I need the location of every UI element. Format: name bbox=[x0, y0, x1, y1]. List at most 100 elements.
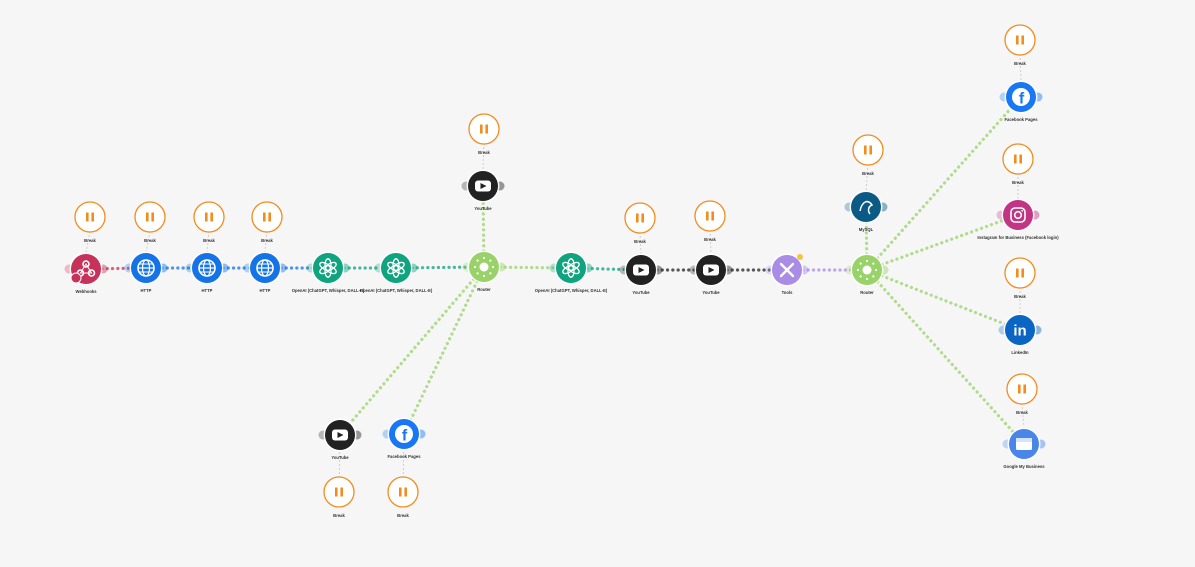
module-gmb[interactable]: Google My Business bbox=[1002, 427, 1046, 470]
module-label: YouTube bbox=[632, 290, 650, 295]
break-circle bbox=[251, 201, 283, 233]
warning-dot bbox=[797, 254, 803, 260]
module-youtube3[interactable]: YouTube bbox=[689, 253, 733, 296]
pause-icon bbox=[1021, 35, 1024, 45]
module-label: Google My Business bbox=[1003, 464, 1045, 469]
break-circle bbox=[387, 476, 419, 508]
break-module[interactable]: Break bbox=[193, 201, 225, 243]
pause-icon bbox=[151, 212, 154, 222]
module-mysql[interactable]: MySQL bbox=[844, 190, 888, 233]
break-link bbox=[1019, 53, 1022, 82]
pause-icon bbox=[1016, 268, 1019, 278]
break-label: Break bbox=[84, 238, 96, 243]
connection-router2-instagram[interactable] bbox=[865, 213, 1020, 272]
break-module[interactable]: Break bbox=[74, 201, 106, 243]
module-youtube_top[interactable]: YouTube bbox=[461, 169, 505, 212]
module-label: Facebook Pages bbox=[1004, 117, 1038, 122]
pause-icon bbox=[1023, 384, 1026, 394]
openai-icon bbox=[319, 258, 337, 278]
break-circle bbox=[852, 134, 884, 166]
module-circle bbox=[1003, 200, 1033, 230]
svg-text:f: f bbox=[402, 428, 408, 445]
pause-icon bbox=[399, 487, 402, 497]
break-module[interactable]: Break bbox=[1004, 257, 1036, 299]
module-label: Instagram for Business (Facebook login) bbox=[977, 235, 1059, 240]
break-circle bbox=[468, 113, 500, 145]
pause-icon bbox=[210, 212, 213, 222]
connection-router1-facebook_bottom[interactable] bbox=[402, 265, 486, 436]
pause-icon bbox=[711, 211, 714, 221]
pause-icon bbox=[1018, 384, 1021, 394]
module-circle bbox=[313, 253, 343, 283]
openai-icon bbox=[387, 258, 405, 278]
module-webhooks[interactable]: Webhooks bbox=[64, 252, 108, 295]
module-openai2[interactable]: OpenAI (ChatGPT, Whisper, DALL-E) bbox=[360, 251, 433, 294]
connection-router2-facebook_right[interactable] bbox=[865, 95, 1023, 272]
break-module[interactable]: Break bbox=[387, 476, 419, 518]
break-module[interactable]: Break bbox=[1004, 24, 1036, 66]
svg-text:f: f bbox=[1019, 91, 1025, 108]
module-http1[interactable]: HTTP bbox=[124, 251, 168, 294]
module-youtube2[interactable]: YouTube bbox=[619, 253, 663, 296]
pause-icon bbox=[340, 487, 343, 497]
break-label: Break bbox=[261, 238, 273, 243]
module-http3[interactable]: HTTP bbox=[243, 251, 287, 294]
break-label: Break bbox=[397, 513, 409, 518]
openai-icon bbox=[562, 258, 580, 278]
module-instagram[interactable]: Instagram for Business (Facebook login) bbox=[977, 198, 1059, 241]
module-http2[interactable]: HTTP bbox=[185, 251, 229, 294]
break-module[interactable]: Break bbox=[1002, 143, 1034, 185]
module-label: OpenAI (ChatGPT, Whisper, DALL-E) bbox=[360, 288, 433, 293]
break-link bbox=[482, 142, 485, 171]
router-icon bbox=[862, 265, 872, 275]
module-label: Router bbox=[477, 287, 491, 292]
connection-router1-youtube_bottom[interactable] bbox=[338, 265, 486, 437]
break-link bbox=[865, 163, 869, 192]
break-link bbox=[145, 230, 151, 253]
module-router2[interactable]: Router bbox=[845, 253, 889, 296]
pause-icon bbox=[869, 145, 872, 155]
pause-icon bbox=[1014, 154, 1017, 164]
pause-icon bbox=[706, 211, 709, 221]
pause-icon bbox=[146, 212, 149, 222]
connection-router2-gmb[interactable] bbox=[865, 268, 1026, 446]
pause-icon bbox=[864, 145, 867, 155]
module-label: Facebook Pages bbox=[387, 454, 421, 459]
module-label: HTTP bbox=[141, 288, 152, 293]
break-module[interactable]: Break bbox=[852, 134, 884, 176]
module-tools[interactable]: Tools bbox=[765, 253, 809, 296]
break-module[interactable]: Break bbox=[694, 200, 726, 242]
break-module[interactable]: Break bbox=[1006, 373, 1038, 415]
break-label: Break bbox=[862, 171, 874, 176]
pause-icon bbox=[1021, 268, 1024, 278]
break-circle bbox=[74, 201, 106, 233]
module-label: Webhooks bbox=[75, 289, 97, 294]
trigger-icon bbox=[71, 273, 81, 283]
break-module[interactable]: Break bbox=[323, 476, 355, 518]
break-module[interactable]: Break bbox=[134, 201, 166, 243]
break-module[interactable]: Break bbox=[468, 113, 500, 155]
module-router1[interactable]: Router bbox=[462, 250, 506, 293]
break-circle bbox=[1004, 24, 1036, 56]
pause-icon bbox=[641, 213, 644, 223]
module-openai3[interactable]: OpenAI (ChatGPT, Whisper, DALL-E) bbox=[535, 251, 608, 294]
connection-router2-linkedin[interactable] bbox=[865, 268, 1022, 332]
break-label: Break bbox=[1012, 180, 1024, 185]
module-label: YouTube bbox=[474, 206, 492, 211]
break-label: Break bbox=[203, 238, 215, 243]
break-module[interactable]: Break bbox=[251, 201, 283, 243]
break-circle bbox=[1006, 373, 1038, 405]
module-circle bbox=[851, 192, 881, 222]
break-circle bbox=[323, 476, 355, 508]
break-link bbox=[1021, 402, 1025, 429]
tools-icon bbox=[779, 262, 795, 278]
module-openai1[interactable]: OpenAI (ChatGPT, Whisper, DALL-E) bbox=[292, 251, 365, 294]
module-youtube_bottom[interactable]: YouTube bbox=[318, 418, 362, 461]
break-module[interactable]: Break bbox=[624, 202, 656, 244]
break-circle bbox=[1002, 143, 1034, 175]
